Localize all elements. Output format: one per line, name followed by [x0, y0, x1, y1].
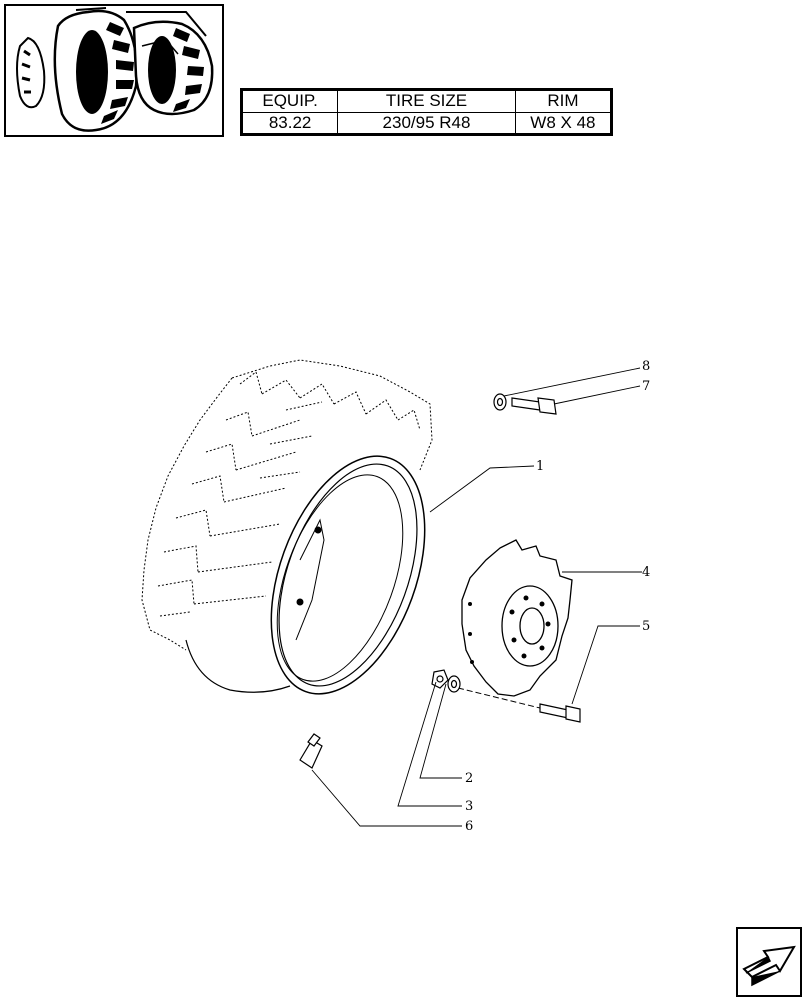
rim	[270, 455, 426, 695]
wheel-bolt	[539, 703, 581, 723]
tire-inner-edge	[185, 639, 291, 693]
callout-2: 2	[465, 771, 473, 786]
header-equip: EQUIP.	[241, 90, 339, 113]
header-rim: RIM	[514, 90, 612, 113]
cell-equip: 83.22	[241, 111, 339, 134]
tractor-wheel-thumbnail-icon	[16, 7, 214, 132]
callout-5: 5	[642, 619, 650, 634]
top-washer	[493, 393, 507, 411]
header-tire-size: TIRE SIZE	[337, 90, 516, 113]
top-bolt	[511, 397, 557, 415]
cell-rim: W8 X 48	[514, 111, 612, 134]
wheel-disc	[461, 539, 573, 697]
cell-tire-size: 230/95 R48	[337, 111, 516, 134]
callout-labels: 1 2 3 4 5 6 7 8	[465, 359, 650, 834]
leader-lines	[311, 367, 642, 827]
callout-3: 3	[465, 799, 473, 814]
spec-table: EQUIP. TIRE SIZE RIM 83.22 230/95 R48 W8…	[240, 88, 613, 136]
callout-7: 7	[642, 379, 650, 394]
callout-1: 1	[536, 459, 544, 474]
callout-6: 6	[465, 819, 473, 834]
callout-8: 8	[642, 359, 650, 374]
next-page-arrow-icon	[742, 945, 796, 987]
next-page-button[interactable]	[736, 927, 802, 997]
tire-valve	[299, 733, 323, 769]
washer	[447, 675, 461, 693]
callout-4: 4	[642, 565, 650, 580]
tractor-thumbnail	[4, 4, 224, 137]
tire-phantom	[141, 359, 433, 651]
